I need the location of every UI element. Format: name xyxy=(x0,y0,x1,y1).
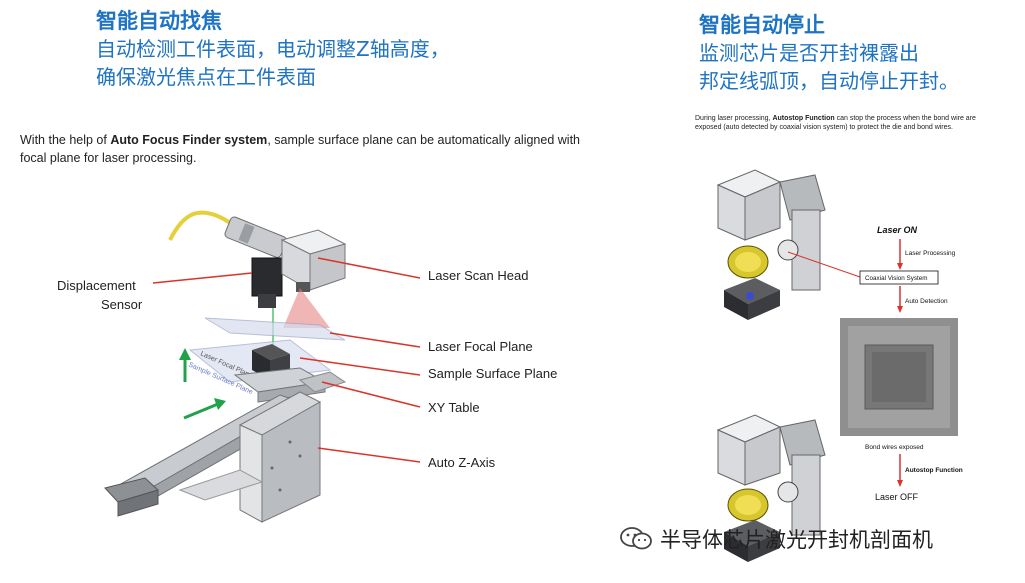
leader-coaxial xyxy=(787,251,861,278)
label-displacement-1: Displacement xyxy=(57,278,136,293)
right-intro: During laser processing, Autostop Functi… xyxy=(695,115,976,131)
auto-focus-diagram: Laser Focal Plane Sample Surface Plane xyxy=(104,210,421,523)
leader-laser-scan-head xyxy=(317,257,421,279)
laser-scan-head xyxy=(280,229,347,292)
green-arrow-up xyxy=(179,348,191,382)
autostop-diagram: Laser ON Laser Processing Coaxial Vision… xyxy=(716,169,963,562)
leader-auto-z-axis xyxy=(317,447,421,463)
wechat-icon xyxy=(618,524,654,552)
machine-laser-off xyxy=(716,414,826,562)
machine-laser-on xyxy=(716,169,826,320)
right-desc-line1: 监测芯片是否开封裸露出 xyxy=(699,41,919,65)
flow-laser-on: Laser ON xyxy=(877,225,918,235)
laser-cone xyxy=(283,288,330,328)
flow-bond-wires-exposed: Bond wires exposed xyxy=(865,444,924,451)
left-intro: With the help of Auto Focus Finder syste… xyxy=(20,133,580,165)
displacement-sensor xyxy=(251,257,283,308)
flow-laser-processing: Laser Processing xyxy=(905,250,956,257)
label-sample-surface-plane: Sample Surface Plane xyxy=(428,366,558,381)
leader-sample-surface-plane xyxy=(299,357,421,376)
coaxial-box xyxy=(859,270,939,285)
left-title: 智能自动找焦 xyxy=(96,9,222,33)
leader-xy-table xyxy=(321,381,421,408)
laser-focal-plane xyxy=(204,317,346,341)
z-axis-column xyxy=(238,391,322,523)
left-desc-line1: 自动检测工件表面，电动调整Z轴高度， xyxy=(96,37,450,61)
leader-laser-focal-plane xyxy=(329,332,421,348)
xy-table xyxy=(233,367,347,403)
right-title: 智能自动停止 xyxy=(699,13,825,37)
label-displacement-2: Sensor xyxy=(101,297,143,312)
label-auto-z-axis: Auto Z-Axis xyxy=(428,455,496,470)
laser-source xyxy=(224,216,287,258)
watermark-text: 半导体芯片激光开封机剖面机 xyxy=(660,528,933,552)
flow-coaxial-vision: Coaxial Vision System xyxy=(865,275,928,282)
label-xy-table: XY Table xyxy=(428,400,480,415)
leader-displacement-sensor xyxy=(152,272,253,284)
flow-autostop-function: Autostop Function xyxy=(905,467,963,474)
right-desc-line2: 邦定线弧顶，自动停止开封。 xyxy=(699,69,959,93)
left-desc-line2: 确保激光焦点在工件表面 xyxy=(96,65,316,89)
flow-auto-detection: Auto Detection xyxy=(905,298,948,305)
base-foot xyxy=(178,469,264,501)
die-photo xyxy=(840,318,958,436)
flow-laser-off: Laser OFF xyxy=(875,492,919,502)
label-laser-focal-plane: Laser Focal Plane xyxy=(428,339,533,354)
leader-lines xyxy=(152,257,421,463)
green-arrow-diagonal xyxy=(183,398,226,420)
label-laser-scan-head: Laser Scan Head xyxy=(428,268,529,283)
